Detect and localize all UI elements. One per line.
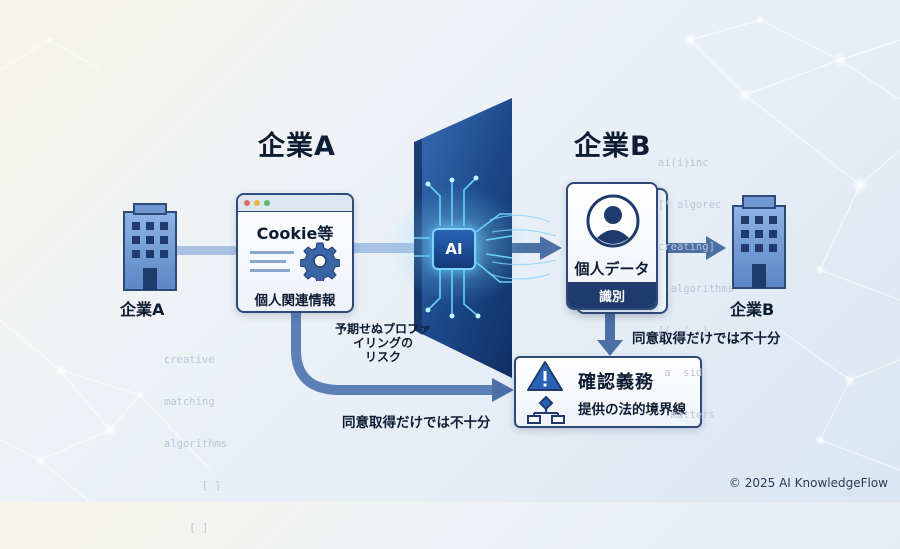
building-icon bbox=[123, 203, 177, 291]
consent-note-bottom: 同意取得だけでは不十分 bbox=[342, 415, 491, 431]
duty-subtitle: 提供の法的境界線 bbox=[578, 402, 686, 418]
profiling-note-line: 予期せぬプロファ bbox=[334, 322, 431, 336]
warning-icon bbox=[527, 361, 563, 391]
cookie-card: Cookie等 個人関連情報 bbox=[236, 193, 354, 313]
ai-chip-icon: AI bbox=[432, 228, 476, 270]
confirmation-duty-box: 確認義務 提供の法的境界線 bbox=[514, 356, 702, 428]
company-a-label: 企業A bbox=[120, 300, 165, 319]
network-nodes bbox=[34, 15, 869, 466]
profiling-note-line: リスク bbox=[364, 350, 401, 364]
identify-band: 識別 bbox=[568, 282, 656, 308]
code-snippet-right: ai(i)inc [* algorec creating] algorithms… bbox=[658, 157, 734, 421]
text-lines-icon bbox=[250, 251, 294, 272]
building-icon bbox=[732, 195, 786, 289]
window-dot-icon bbox=[264, 200, 270, 206]
gear-icon bbox=[300, 242, 340, 281]
user-avatar-icon bbox=[586, 194, 640, 248]
company-a-heading: 企業A bbox=[258, 131, 336, 162]
personal-data-card: 個人データ 識別 bbox=[566, 182, 658, 310]
profiling-risk-note: 予期せぬプロファ イリングの リスク bbox=[318, 322, 448, 364]
window-titlebar bbox=[238, 195, 352, 212]
profiling-note-line: イリングの bbox=[352, 336, 413, 350]
copyright: © 2025 AI KnowledgeFlow bbox=[728, 476, 888, 490]
window-dot-icon bbox=[244, 200, 250, 206]
flowchart-icon bbox=[527, 396, 565, 424]
personal-data-title: 個人データ bbox=[574, 260, 650, 278]
code-snippet-left: creative matching algorithms [ ] [ ] bbox=[164, 354, 228, 534]
circuit-lines bbox=[414, 177, 513, 317]
company-b-label: 企業B bbox=[730, 300, 775, 319]
cookie-card-caption: 個人関連情報 bbox=[254, 293, 336, 309]
window-dot-icon bbox=[254, 200, 260, 206]
curved-arrow bbox=[291, 312, 494, 395]
cookie-card-title: Cookie等 bbox=[256, 224, 334, 243]
company-b-heading: 企業B bbox=[574, 131, 652, 162]
duty-title: 確認義務 bbox=[578, 372, 654, 393]
consent-note-right: 同意取得だけでは不十分 bbox=[632, 331, 781, 347]
